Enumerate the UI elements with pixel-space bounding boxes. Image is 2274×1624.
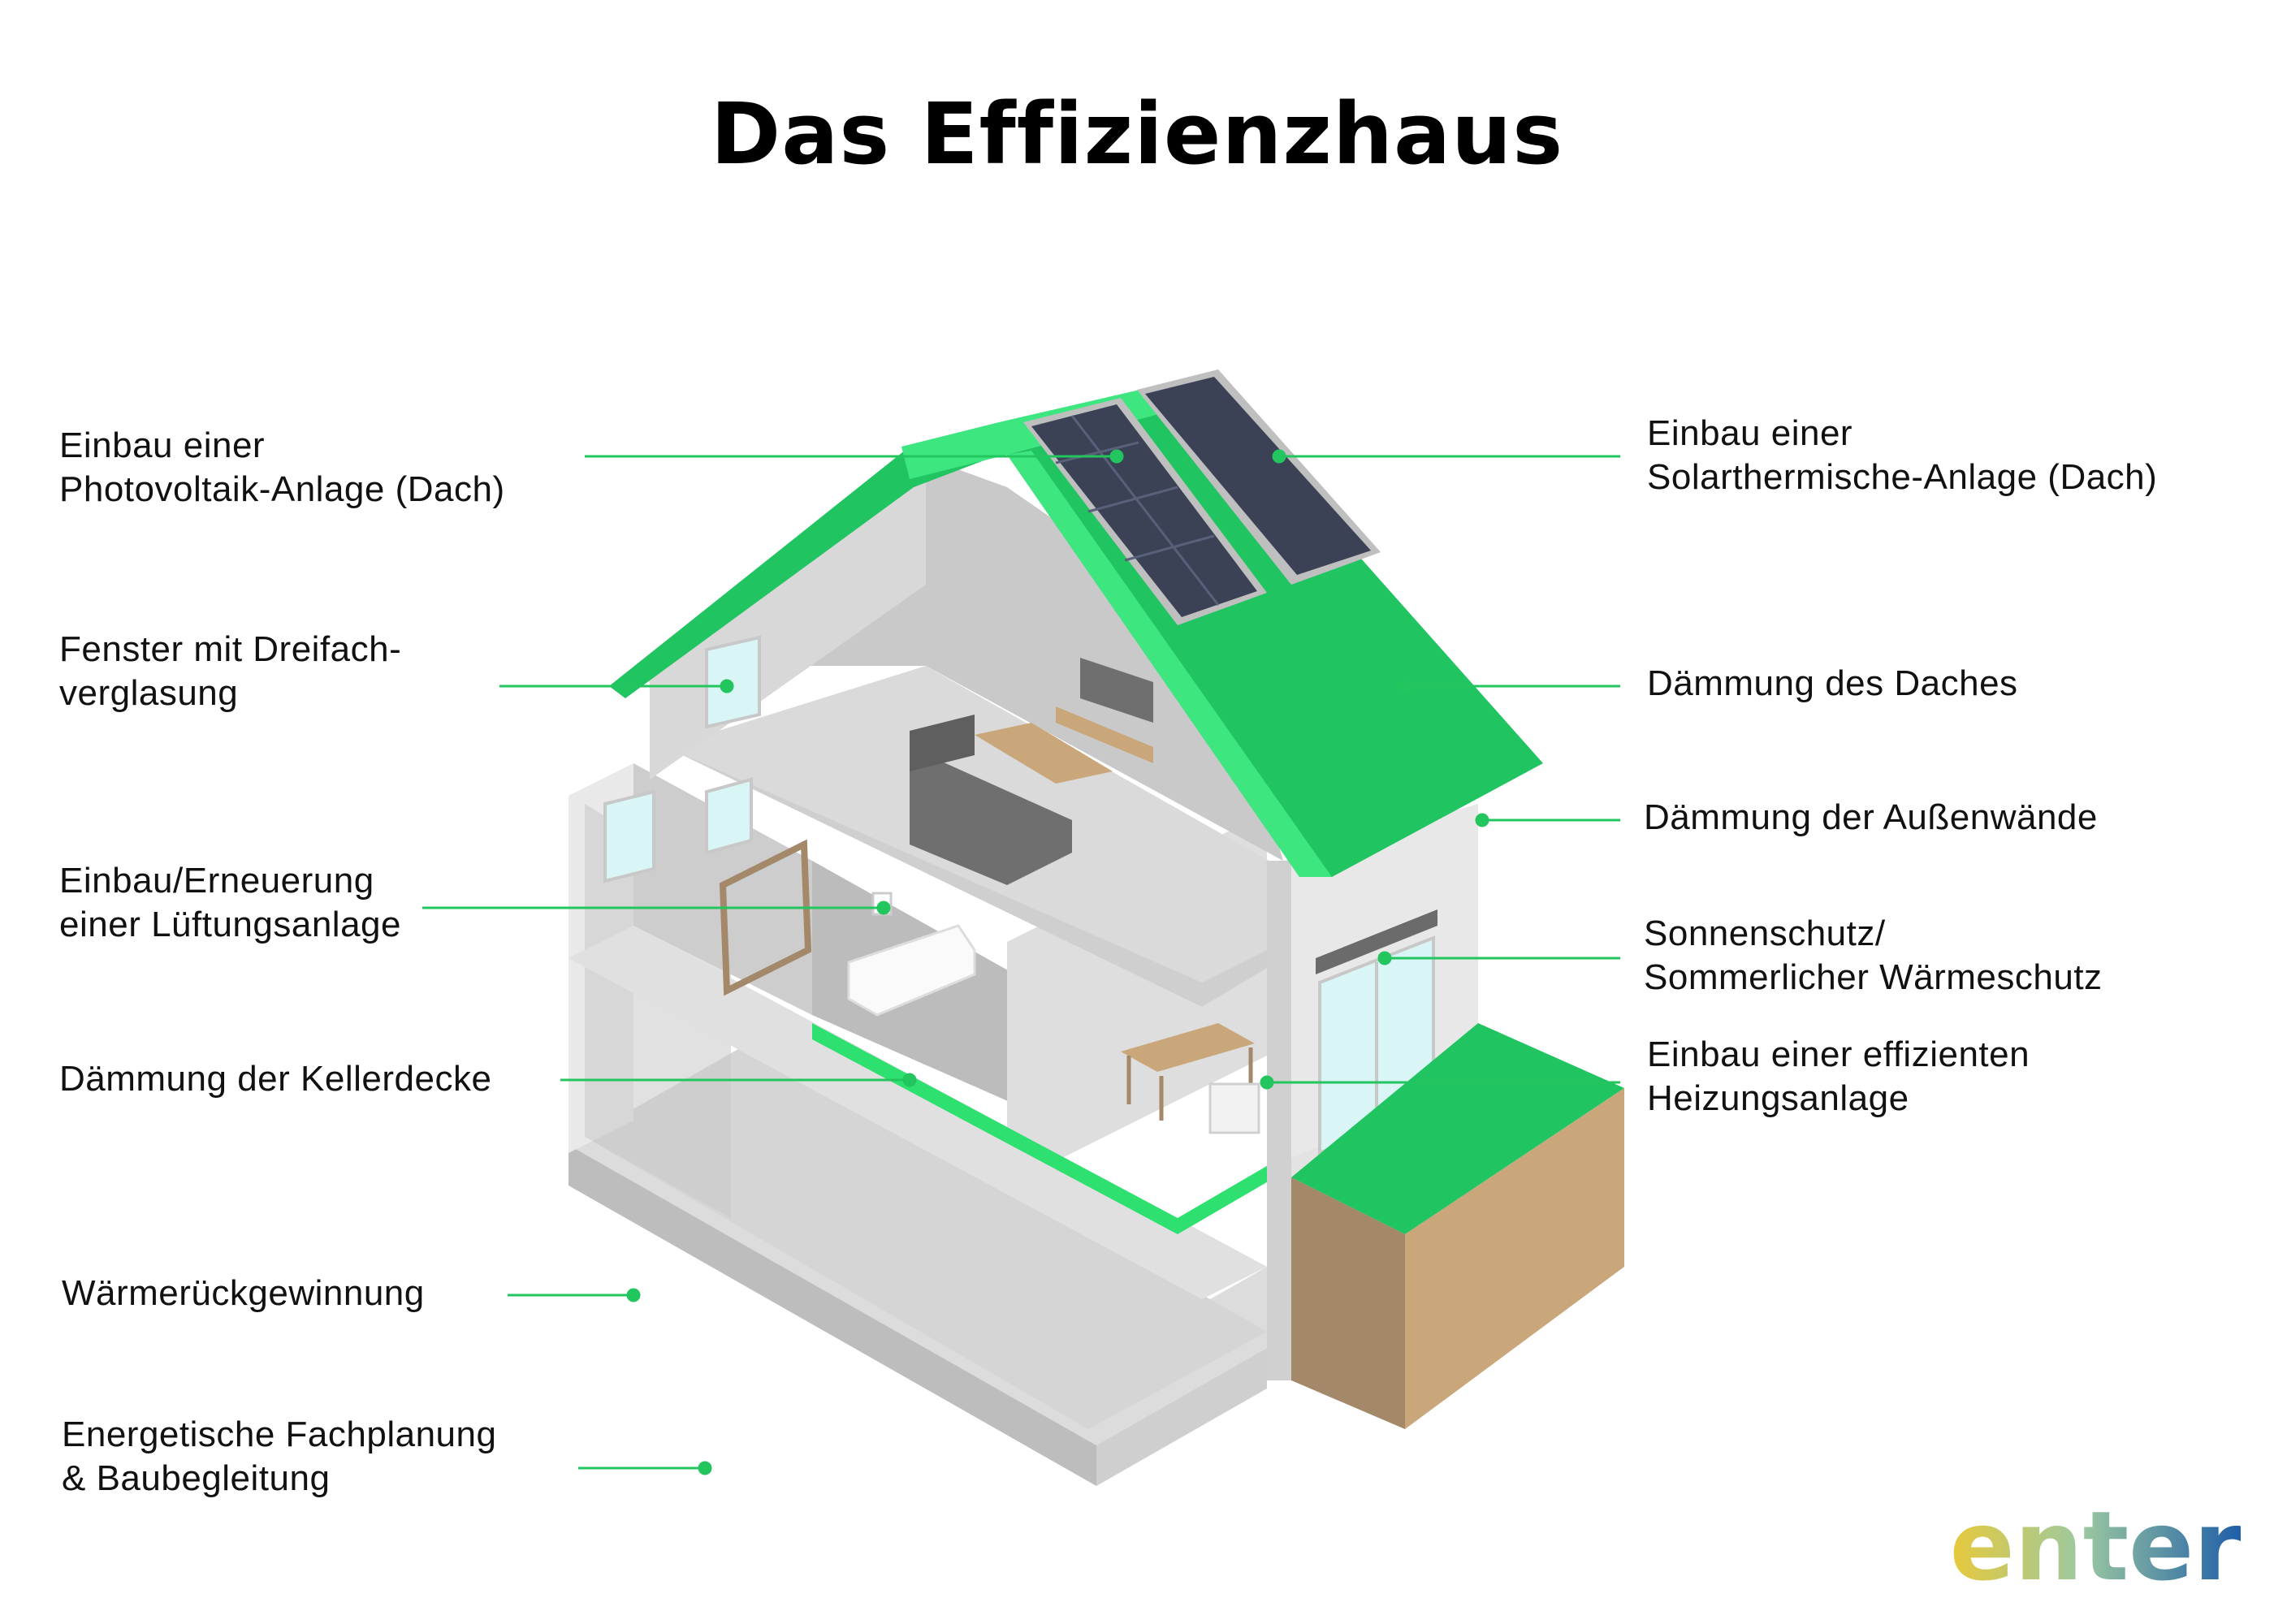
coffee-table — [975, 723, 1113, 784]
sofa — [910, 747, 1072, 885]
pv-grid-3 — [1087, 486, 1178, 513]
leader-dot-solarthermie — [1272, 449, 1286, 464]
label-solarthermie: Einbau einer Solarthermische-Anlage (Dac… — [1647, 413, 2158, 497]
attic-window — [705, 635, 761, 729]
annex-top — [1291, 1023, 1624, 1234]
middle-floor-slab — [568, 926, 1267, 1299]
annex-soil-front — [1291, 1177, 1405, 1429]
label-heizung: Einbau einer effizienten Heizungsanlage — [1647, 1034, 2030, 1118]
sunshade-bar — [1316, 909, 1437, 974]
label-waermerueckgewinnung: Wärmerückgewinnung — [62, 1273, 425, 1313]
roof-right-edge — [1007, 451, 1332, 877]
leader-dot-aussenwaende — [1475, 813, 1489, 827]
solar-thermal-panel — [1145, 377, 1371, 575]
front-wall-edge — [1267, 861, 1291, 1380]
dining-table — [1121, 1023, 1255, 1072]
annex-soil-side — [1405, 1088, 1624, 1429]
leader-dot-sonnenschutz — [1377, 951, 1392, 965]
label-aussenwaende: Dämmung der Außenwände — [1644, 797, 2098, 837]
leader-dot-fenster — [720, 679, 734, 693]
leader-dot-kellerdecke — [902, 1073, 917, 1087]
leader-dot-heizung — [1260, 1075, 1274, 1090]
shelf — [719, 839, 812, 996]
roof-left — [609, 422, 1007, 698]
leader-dot-daemmung-dach — [1398, 679, 1412, 693]
basement-floor — [585, 1039, 1267, 1429]
leader-dot-waermerueckgewinnung — [626, 1288, 641, 1302]
label-daemmung-dach: Dämmung des Daches — [1647, 663, 2018, 703]
tv-bench — [1056, 706, 1153, 763]
leader-lines — [422, 449, 1620, 1475]
leader-dot-fachplanung — [698, 1461, 712, 1475]
leader-dot-lueftung — [876, 901, 891, 915]
ground-slab-side — [1096, 1348, 1267, 1486]
label-fachplanung: Energetische Fachplanung & Baubegleitung — [62, 1415, 497, 1498]
logo-text: enter — [1950, 1490, 2242, 1602]
label-photovoltaik: Einbau einer Photovoltaik-Anlage (Dach) — [59, 425, 505, 509]
pv-grid-2 — [1055, 441, 1139, 464]
ground-window-1 — [603, 789, 655, 883]
enter-logo: enter — [1950, 1490, 2242, 1602]
ground-slab-edge — [568, 1145, 1096, 1486]
tv-screen — [1080, 658, 1153, 723]
radiator — [1208, 1082, 1260, 1134]
page-title: Das Effizienzhaus — [710, 84, 1564, 184]
label-sonnenschutz: Sonnenschutz/ Sommerlicher Wärmeschutz — [1644, 914, 2103, 997]
sofa-back — [910, 715, 975, 771]
label-kellerdecke: Dämmung der Kellerdecke — [59, 1059, 492, 1099]
pv-grid-1 — [1070, 415, 1220, 606]
label-fenster: Fenster mit Dreifach- verglasung — [59, 629, 402, 713]
pv-grid-4 — [1124, 534, 1215, 562]
label-lueftung: Einbau/Erneuerung einer Lüftungsanlage — [59, 861, 401, 944]
bathtub — [847, 924, 976, 1017]
leader-dot-photovoltaik — [1109, 449, 1124, 464]
ground-window-2 — [705, 777, 753, 855]
